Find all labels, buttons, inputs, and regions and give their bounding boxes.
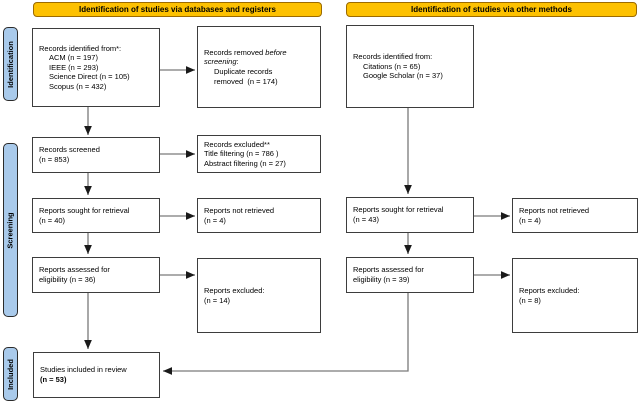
- source-count: Google Scholar (n = 37): [363, 71, 443, 81]
- sidebar-identification-label: Identification: [6, 40, 16, 88]
- box-title: Reports sought for retrieval: [353, 205, 444, 215]
- box-reports-assessed-databases: Reports assessed for eligibility (n = 36…: [32, 257, 160, 293]
- box-title: Reports excluded:: [519, 285, 580, 295]
- box-records-identified-other: Records identified from: Citations (n = …: [346, 25, 474, 108]
- box-title: Reports assessed for: [353, 265, 424, 275]
- header-databases-registers-label: Identification of studies via databases …: [79, 5, 276, 14]
- count: (n = 40): [39, 215, 66, 225]
- source-count: IEEE (n = 293): [49, 62, 99, 72]
- sidebar-screening-label: Screening: [6, 211, 16, 249]
- box-title: Records screened: [39, 145, 100, 155]
- count: (n = 853): [39, 155, 70, 164]
- box-records-identified-databases: Records identified from*: ACM (n = 197) …: [32, 28, 160, 107]
- count: (n = 14): [204, 295, 231, 305]
- count: (n = 53): [40, 375, 67, 384]
- header-other-methods: Identification of studies via other meth…: [346, 2, 637, 17]
- sidebar-bar-included: Included: [3, 347, 18, 401]
- box-reports-excluded-other: Reports excluded: (n = 8): [512, 258, 638, 333]
- box-records-excluded: Records excluded** Title filtering (n = …: [197, 135, 321, 173]
- box-title: Studies included in review: [40, 365, 127, 375]
- removal-detail: Duplicate records: [214, 67, 273, 76]
- box-reports-sought-databases: Reports sought for retrieval (n = 40): [32, 198, 160, 233]
- box-reports-not-retrieved-other: Reports not retrieved (n = 4): [512, 198, 638, 233]
- source-count: Citations (n = 65): [363, 61, 421, 71]
- exclusion-detail: Title filtering (n = 786 ): [204, 149, 279, 159]
- source-count: Science Direct (n = 105): [49, 72, 130, 82]
- count: (n = 43): [353, 215, 380, 224]
- box-reports-excluded-databases: Reports excluded: (n = 14): [197, 258, 321, 333]
- box-records-removed-before-screening: Records removed before screening: Duplic…: [197, 26, 321, 108]
- sidebar-included-label: Included: [6, 358, 15, 390]
- count: eligibility (n = 36): [39, 275, 96, 284]
- box-title: Reports assessed for: [39, 265, 110, 275]
- count: (n = 4): [204, 215, 226, 225]
- removal-detail: removed (n = 174): [214, 76, 278, 86]
- sidebar-bar-screening: Screening: [3, 143, 18, 317]
- box-title: Records excluded**: [204, 139, 270, 149]
- box-title: Records identified from:: [353, 52, 433, 62]
- exclusion-detail: Abstract filtering (n = 27): [204, 158, 286, 168]
- header-databases-registers: Identification of studies via databases …: [33, 2, 322, 17]
- box-records-screened: Records screened (n = 853): [32, 137, 160, 173]
- header-other-methods-label: Identification of studies via other meth…: [411, 5, 572, 14]
- box-title: Reports not retrieved: [204, 205, 275, 215]
- source-count: Scopus (n = 432): [49, 81, 107, 91]
- box-title: Reports excluded:: [204, 285, 265, 295]
- box-title: Records removed before screening:: [204, 47, 289, 67]
- box-studies-included-in-review: Studies included in review (n = 53): [33, 352, 160, 398]
- box-title: Reports not retrieved: [519, 205, 590, 215]
- source-count: ACM (n = 197): [49, 53, 98, 63]
- count: (n = 4): [519, 215, 541, 225]
- box-reports-sought-other: Reports sought for retrieval (n = 43): [346, 197, 474, 233]
- count: (n = 8): [519, 295, 541, 305]
- box-title: Records identified from*:: [39, 43, 122, 53]
- box-reports-assessed-other: Reports assessed for eligibility (n = 39…: [346, 257, 474, 293]
- box-title: Reports sought for retrieval: [39, 205, 130, 215]
- box-reports-not-retrieved-databases: Reports not retrieved (n = 4): [197, 198, 321, 233]
- sidebar-bar-identification: Identification: [3, 27, 18, 101]
- count: eligibility (n = 39): [353, 275, 410, 284]
